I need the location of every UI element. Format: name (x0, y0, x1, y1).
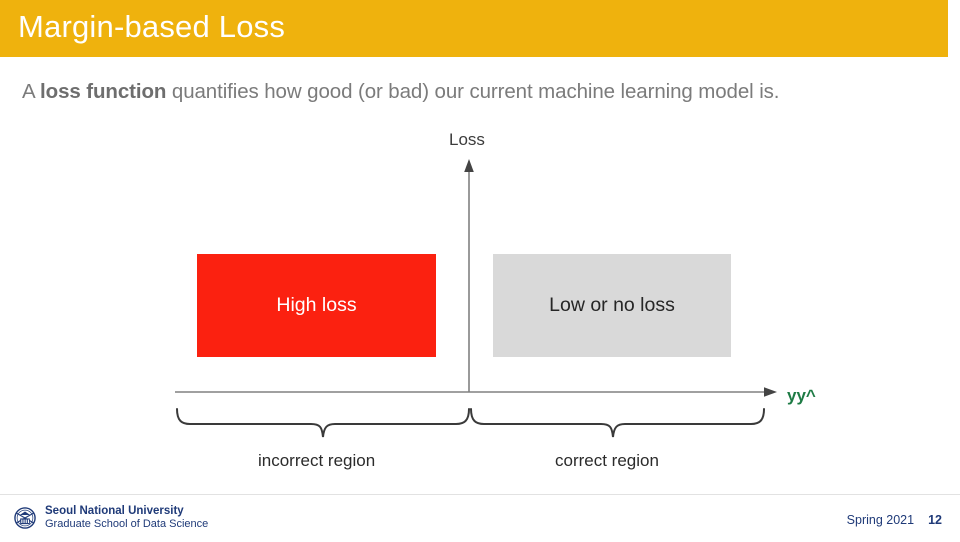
correct-region-caption: correct region (555, 451, 659, 470)
x-axis-arrowhead (764, 387, 777, 397)
y-axis-label: Loss (449, 130, 485, 149)
slide-subtitle: A loss function quantifies how good (or … (22, 80, 780, 104)
incorrect-region-brace (176, 408, 470, 438)
correct-region-brace (470, 408, 765, 438)
page-title: Margin-based Loss (18, 9, 286, 44)
high-loss-label: High loss (276, 294, 357, 316)
y-axis-arrowhead (464, 159, 474, 172)
subtitle-emphasis: loss function (40, 80, 167, 103)
y-axis (464, 159, 474, 392)
footer-term: Spring 2021 (846, 513, 915, 527)
low-loss-region-box: Low or no loss (493, 254, 731, 357)
high-loss-region-box: High loss (197, 254, 436, 357)
x-axis-label: yy^ (787, 386, 816, 405)
x-axis (175, 387, 777, 397)
snu-logo: Seoul National University Graduate Schoo… (11, 504, 208, 532)
subtitle-prefix: A (22, 80, 41, 103)
snu-emblem-icon (14, 507, 36, 529)
slide-title-bar: Margin-based Loss (0, 0, 948, 57)
subtitle-suffix: quantifies how good (or bad) our current… (166, 80, 780, 103)
snu-logo-text: Seoul National University Graduate Schoo… (45, 505, 208, 531)
footer-university-name: Seoul National University (45, 505, 184, 518)
incorrect-region-caption: incorrect region (258, 451, 376, 470)
footer-school-name: Graduate School of Data Science (45, 518, 209, 531)
footer-divider (0, 494, 960, 495)
footer-meta: Spring 2021 12 (847, 513, 942, 527)
low-loss-label: Low or no loss (549, 294, 675, 316)
footer-page-number: 12 (928, 513, 942, 527)
